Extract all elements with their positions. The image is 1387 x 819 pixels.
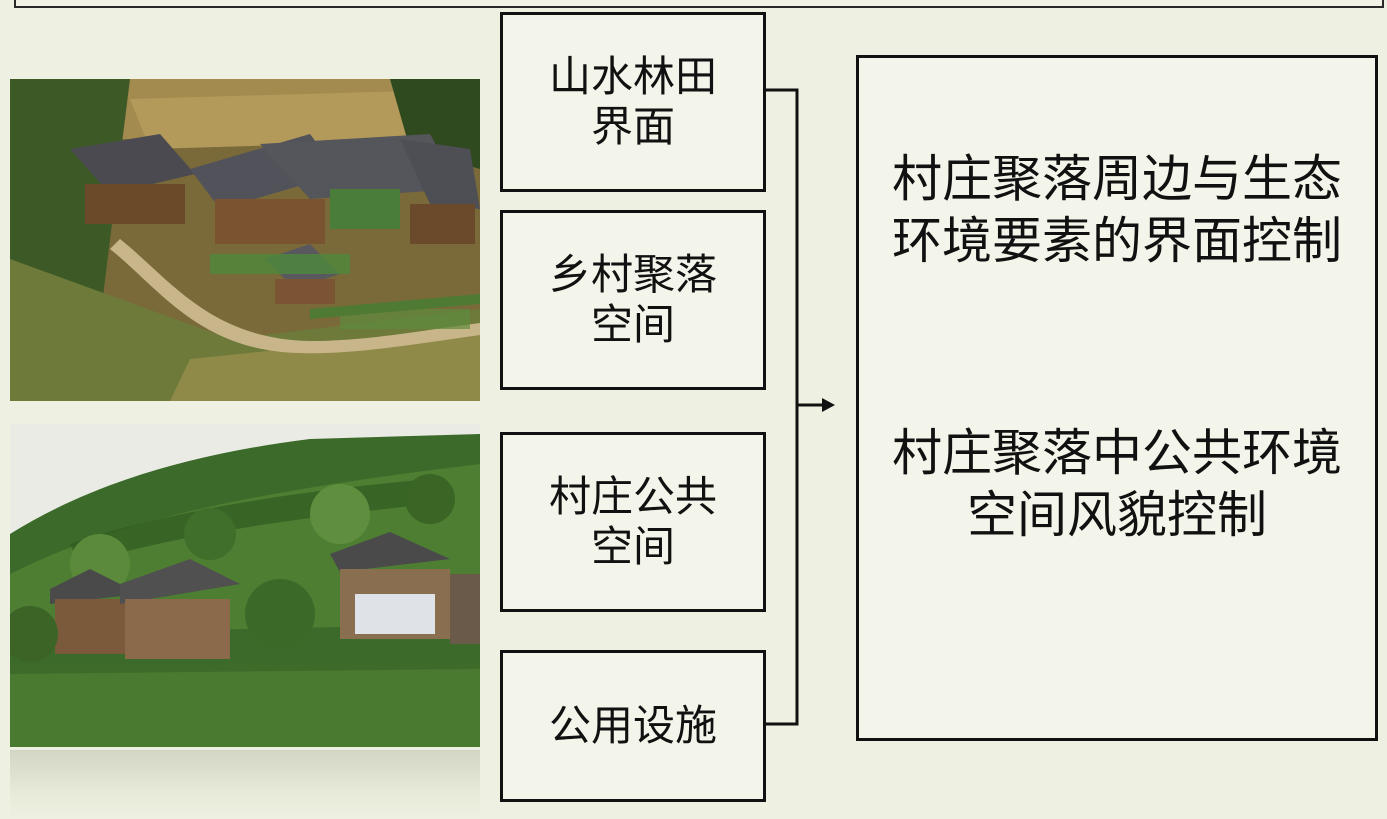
source-label: 公用设施 <box>548 701 717 750</box>
photo-reflection <box>10 750 480 819</box>
source-box-landscape-interface: 山水林田 界面 <box>500 12 766 192</box>
source-box-rural-settlement: 乡村聚落 空间 <box>500 210 766 390</box>
arrow-head <box>822 398 835 412</box>
source-label: 乡村聚落 空间 <box>548 250 717 349</box>
village-aerial-photo <box>10 79 480 401</box>
target-label-public-environment: 村庄聚落中公共环境空间风貌控制 <box>892 424 1342 544</box>
target-box: 村庄聚落周边与生态环境要素的界面控制 村庄聚落中公共环境空间风貌控制 <box>856 55 1378 741</box>
source-label: 村庄公共 空间 <box>548 472 717 571</box>
village-hillside-photo <box>10 424 480 747</box>
source-box-public-facilities: 公用设施 <box>500 650 766 802</box>
target-label-ecological-interface: 村庄聚落周边与生态环境要素的界面控制 <box>892 150 1342 270</box>
source-box-public-space: 村庄公共 空间 <box>500 432 766 612</box>
top-frame-edge <box>14 0 1384 8</box>
source-label: 山水林田 界面 <box>548 52 717 151</box>
